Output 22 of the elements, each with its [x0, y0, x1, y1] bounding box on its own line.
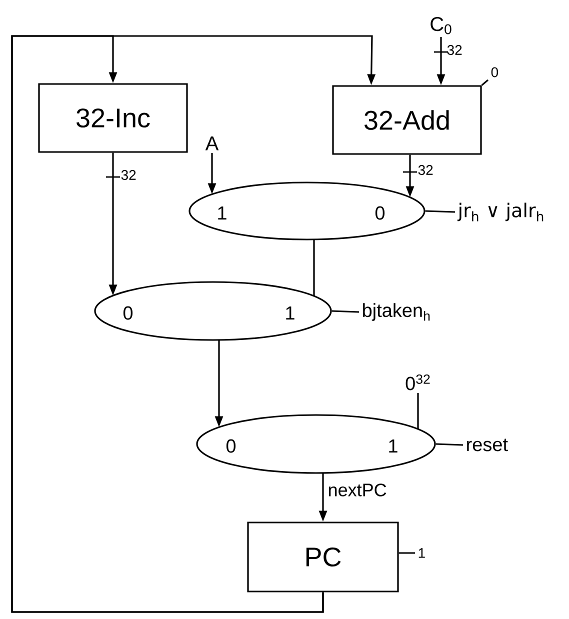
line [398, 552, 415, 554]
edge-label: 32 [447, 45, 462, 55]
signal-label: A [205, 136, 219, 150]
block-box: PC [247, 522, 399, 592]
signal-label: C$_{0}$ [430, 17, 452, 34]
line [436, 443, 464, 446]
line [425, 210, 456, 213]
signal-label: 0 [491, 67, 498, 78]
signal-label: 0$^{32}$ [406, 374, 430, 390]
signal-label: bjtaken$_{h}$ [363, 303, 430, 321]
line [313, 239, 315, 296]
line [332, 310, 360, 313]
block-box: 32-Add [332, 85, 482, 155]
signal-label: reset [467, 438, 508, 452]
line [481, 79, 489, 86]
edge-label: 32 [418, 165, 433, 175]
signal-label: 1 [418, 548, 425, 558]
line [417, 393, 419, 430]
edge-label: nextPC [329, 484, 386, 496]
block-box: 32-Inc [38, 83, 188, 153]
signal-label: jr$_{h}$ ∨ jalr$_{h}$ [457, 202, 544, 222]
edge-label: 32 [121, 170, 136, 180]
